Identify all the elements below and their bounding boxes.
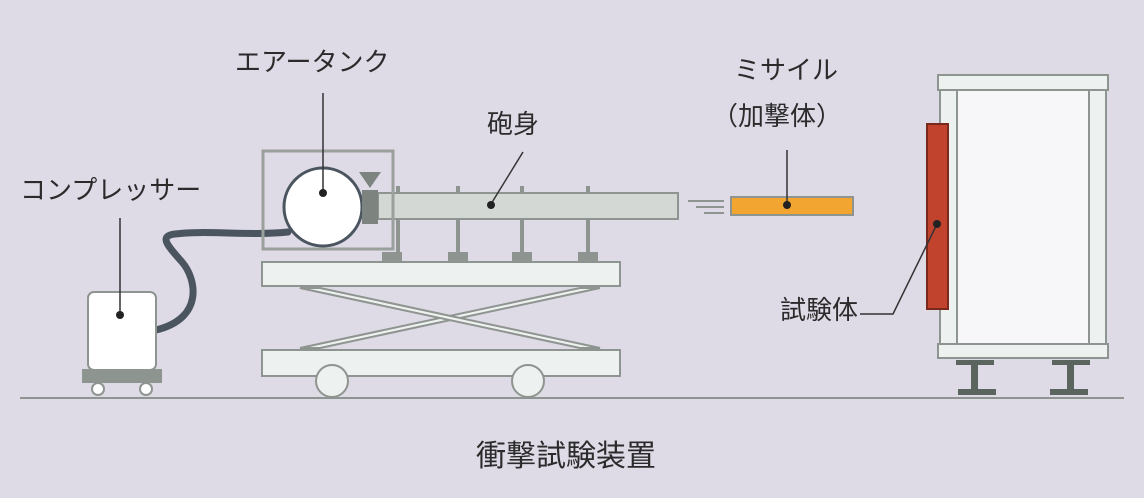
compressor [82, 228, 292, 396]
label-missile-sub: （加撃体） [712, 102, 843, 132]
label-barrel: 砲身 [487, 110, 540, 140]
lift-top-platform [261, 261, 621, 287]
lift-wheel-left [315, 364, 349, 398]
scissor-lift [261, 261, 621, 398]
compressor-wheel-right [139, 382, 153, 396]
valve-block [362, 190, 378, 224]
frame-right-post [1088, 87, 1107, 349]
label-compressor: コンプレッサー [20, 176, 202, 206]
label-air-tank: エアータンク [235, 48, 390, 78]
scissor-arm-b [299, 287, 601, 349]
lift-wheel-right [511, 364, 545, 398]
frame-feet [956, 360, 1090, 395]
leader-dots [116, 189, 941, 319]
compressor-body [87, 291, 157, 371]
motion-lines [688, 200, 724, 214]
specimen [926, 123, 949, 310]
lift-bottom-platform [261, 349, 621, 377]
frame-back-panel [956, 87, 1090, 347]
valve-top [359, 172, 381, 188]
barrel [377, 192, 679, 220]
missile [730, 196, 854, 216]
frame-bottom-beam [937, 343, 1109, 359]
support-feet [382, 252, 598, 262]
frame-top-beam [937, 74, 1109, 91]
compressor-wheel-left [91, 382, 105, 396]
label-specimen: 試験体 [780, 296, 859, 326]
compressor-hose [152, 228, 292, 334]
leader-lines [119, 93, 938, 315]
compressor-base [82, 369, 162, 383]
leader-specimen [860, 223, 938, 315]
air-tank-frame [261, 149, 395, 251]
diagram-caption: 衝撃試験装置 [476, 439, 656, 474]
specimen-frame [937, 74, 1109, 395]
label-missile: ミサイル [734, 56, 839, 86]
leader-barrel [490, 151, 524, 205]
